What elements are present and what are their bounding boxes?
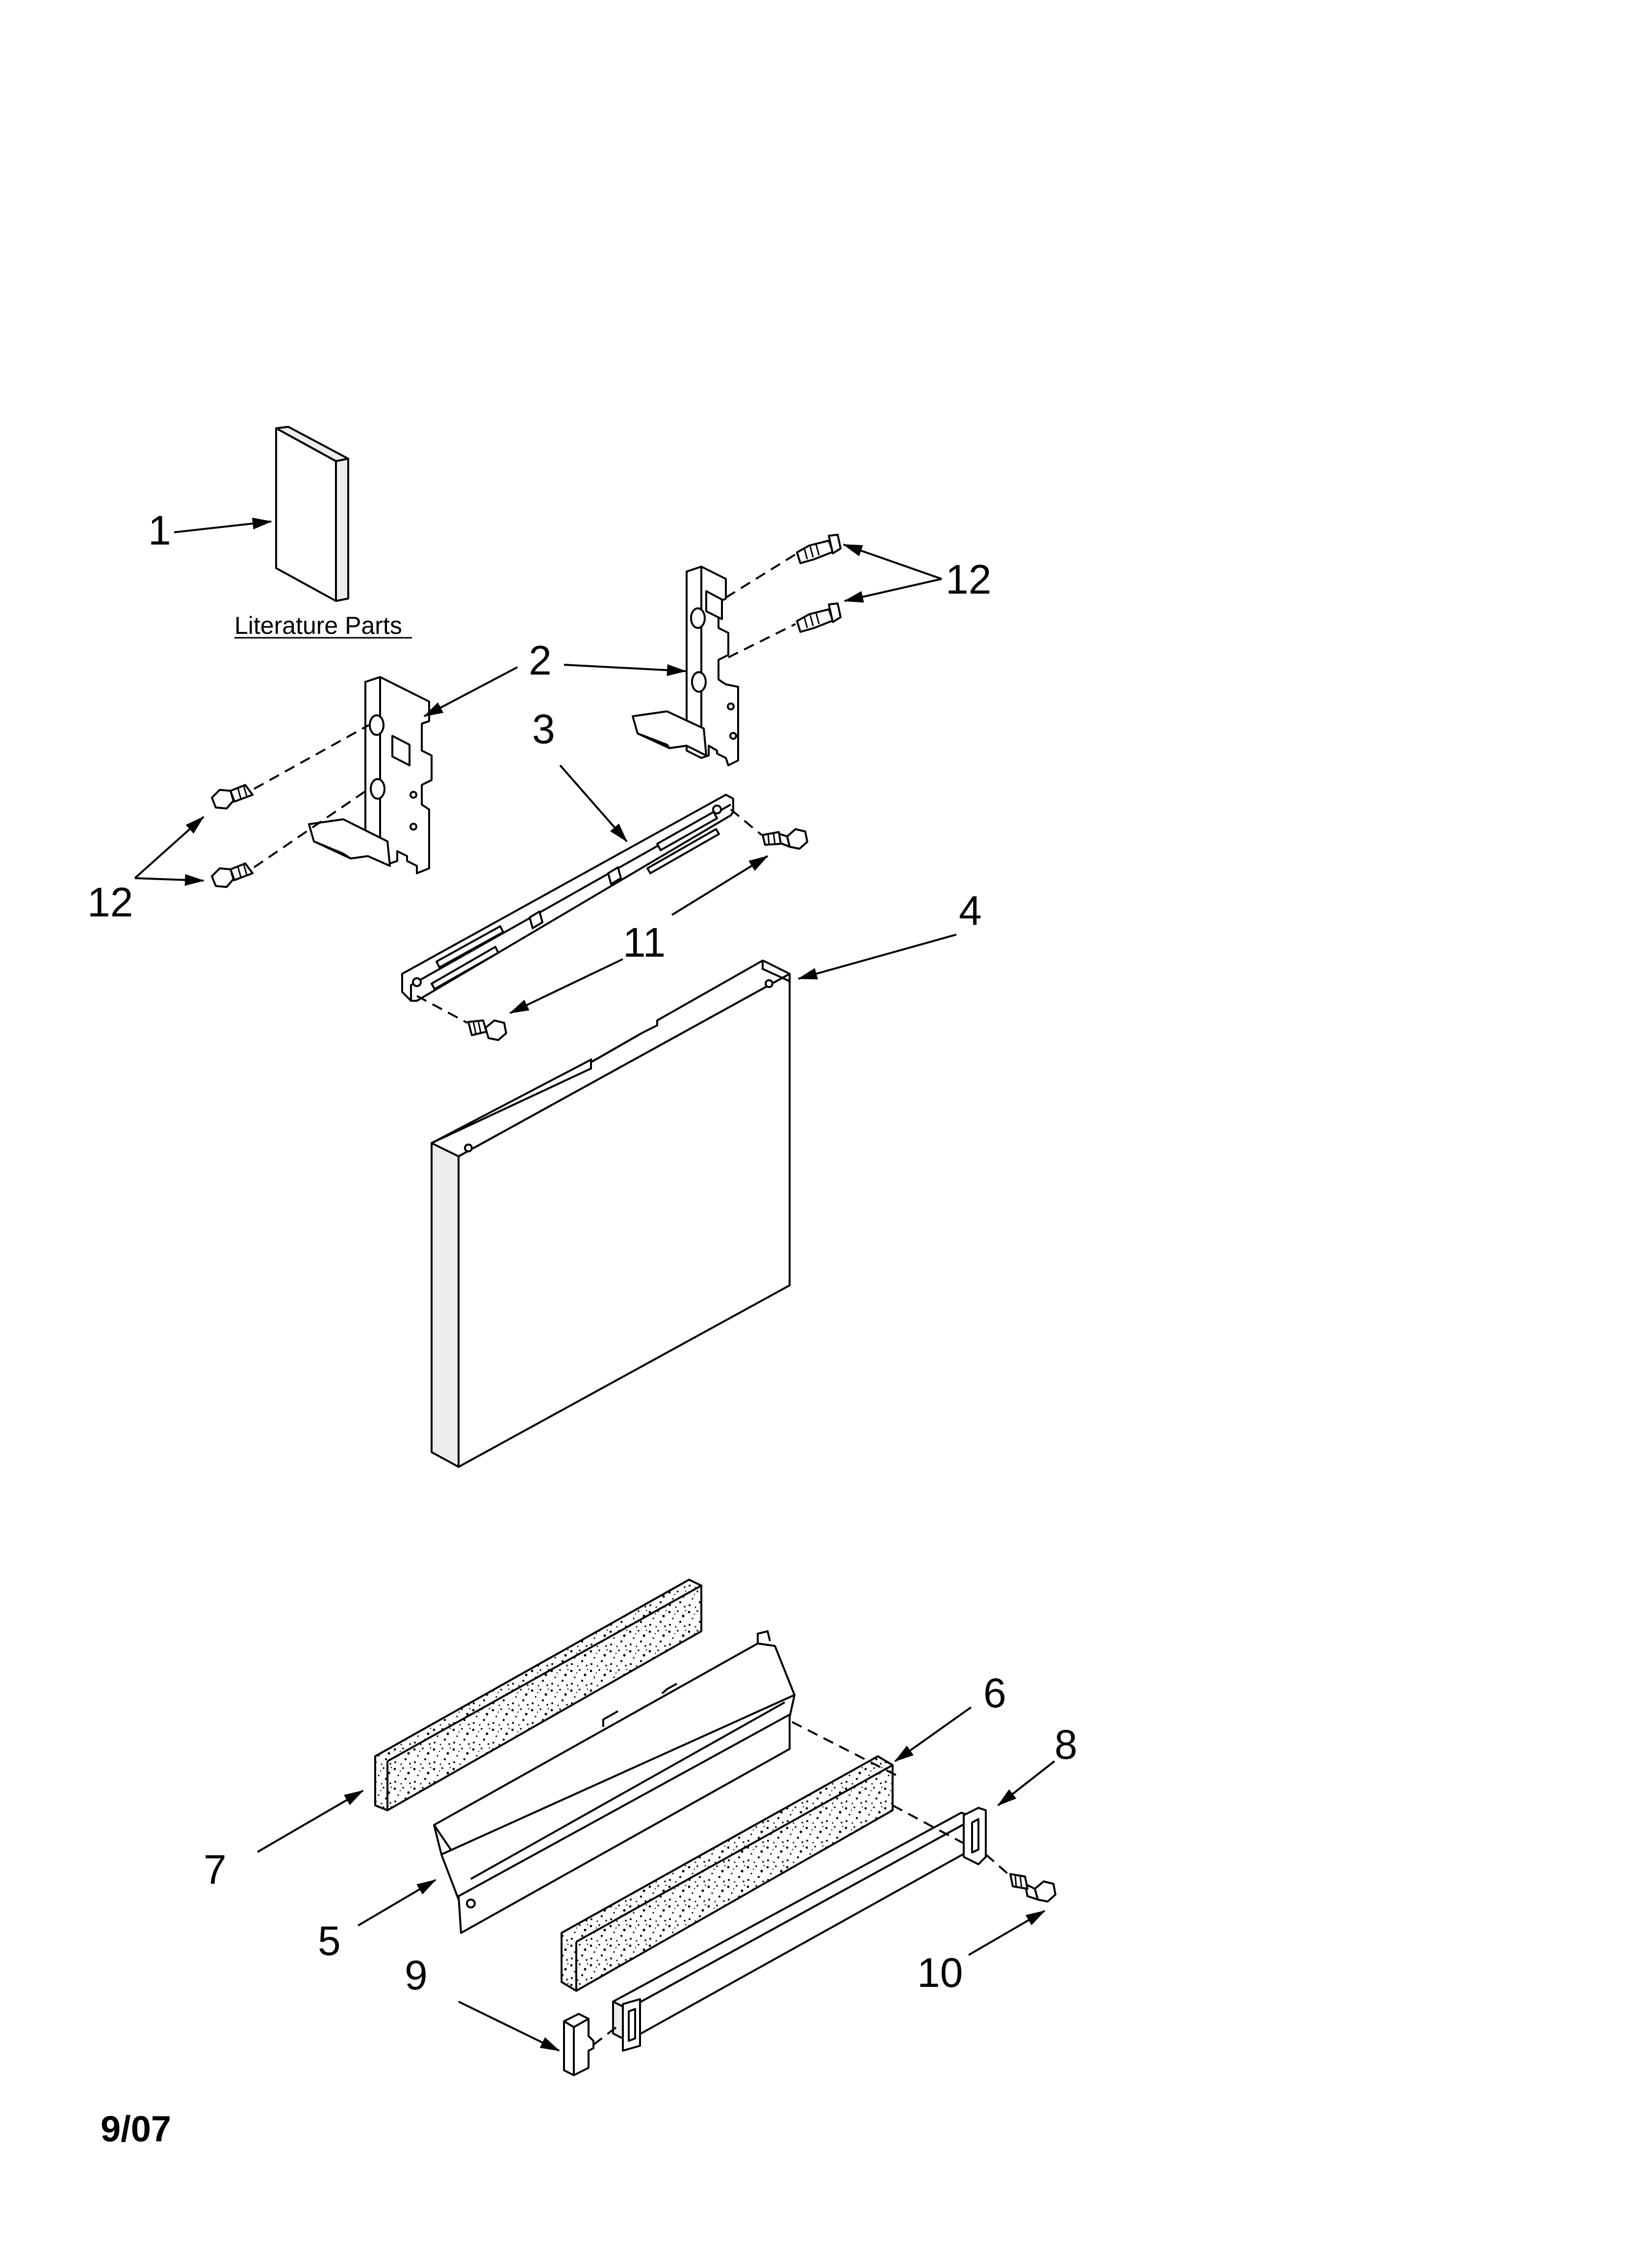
- date-code: 9/07: [101, 2109, 171, 2149]
- callout-5: 5: [318, 1918, 341, 1964]
- foam-strip-upper: [374, 1579, 702, 1811]
- screw-12-left-lower: [211, 862, 254, 888]
- callout-11: 11: [623, 919, 666, 965]
- callout-3: 3: [532, 706, 555, 752]
- callout-12-left: 12: [87, 879, 133, 925]
- leader-2-right: [564, 664, 687, 676]
- dash-12-left-upper: [254, 724, 369, 790]
- callout-6: 6: [983, 1670, 1006, 1716]
- callout-4: 4: [959, 887, 982, 934]
- literature-booklet: [275, 426, 349, 602]
- leader-12-left-a: [134, 816, 205, 879]
- foam-strip-lower: [561, 1755, 894, 1992]
- callout-7: 7: [204, 1847, 227, 1893]
- callout-2: 2: [529, 637, 552, 683]
- screw-12-right-lower: [796, 602, 842, 633]
- leader-4: [797, 934, 957, 980]
- dash-6-upper: [792, 1721, 898, 1777]
- screw-11-right: [762, 828, 808, 850]
- dash-8: [892, 1804, 967, 1846]
- leader-3: [559, 764, 628, 842]
- dash-11-right: [730, 808, 763, 836]
- leader-11-left: [509, 958, 623, 1014]
- toe-kick-support: [612, 1807, 987, 2052]
- callout-10: 10: [917, 1950, 963, 1996]
- toe-kick-panel: [433, 1630, 795, 1934]
- leader-9: [458, 2001, 560, 2052]
- leader-11-right: [671, 855, 769, 916]
- dash-10: [985, 1853, 1010, 1876]
- dash-9: [592, 2024, 620, 2046]
- mounting-bracket: [401, 794, 734, 1002]
- hinge-bracket-right: [632, 566, 739, 766]
- leader-1: [174, 518, 272, 533]
- screw-12-left-upper: [211, 784, 254, 809]
- hinge-bracket-left: [308, 676, 433, 874]
- clip: [563, 2013, 594, 2076]
- dash-12-right-lower: [728, 623, 796, 658]
- dash-11-left: [416, 995, 468, 1024]
- dash-12-left-lower: [253, 788, 370, 868]
- door-panel: [431, 960, 791, 1468]
- leader-2-left: [423, 666, 518, 717]
- leader-10: [968, 1910, 1046, 1956]
- leader-6: [894, 1706, 972, 1762]
- leader-12-right-a: [843, 544, 942, 580]
- callout-12-right: 12: [946, 556, 991, 602]
- leader-5: [357, 1879, 436, 1927]
- leader-12-left-b: [134, 874, 205, 886]
- screw-12-right-upper: [796, 534, 842, 564]
- callout-1: 1: [148, 507, 171, 553]
- callout-8: 8: [1054, 1721, 1078, 1768]
- screw-10: [1009, 1873, 1056, 1903]
- leader-7: [257, 1790, 364, 1853]
- dash-12-right-upper: [725, 553, 796, 599]
- leader-8: [997, 1760, 1055, 1806]
- screw-11-left: [467, 1019, 507, 1041]
- callout-9: 9: [405, 1952, 428, 1998]
- leader-12-right-b: [844, 578, 942, 603]
- literature-label: Literature Parts: [234, 612, 402, 639]
